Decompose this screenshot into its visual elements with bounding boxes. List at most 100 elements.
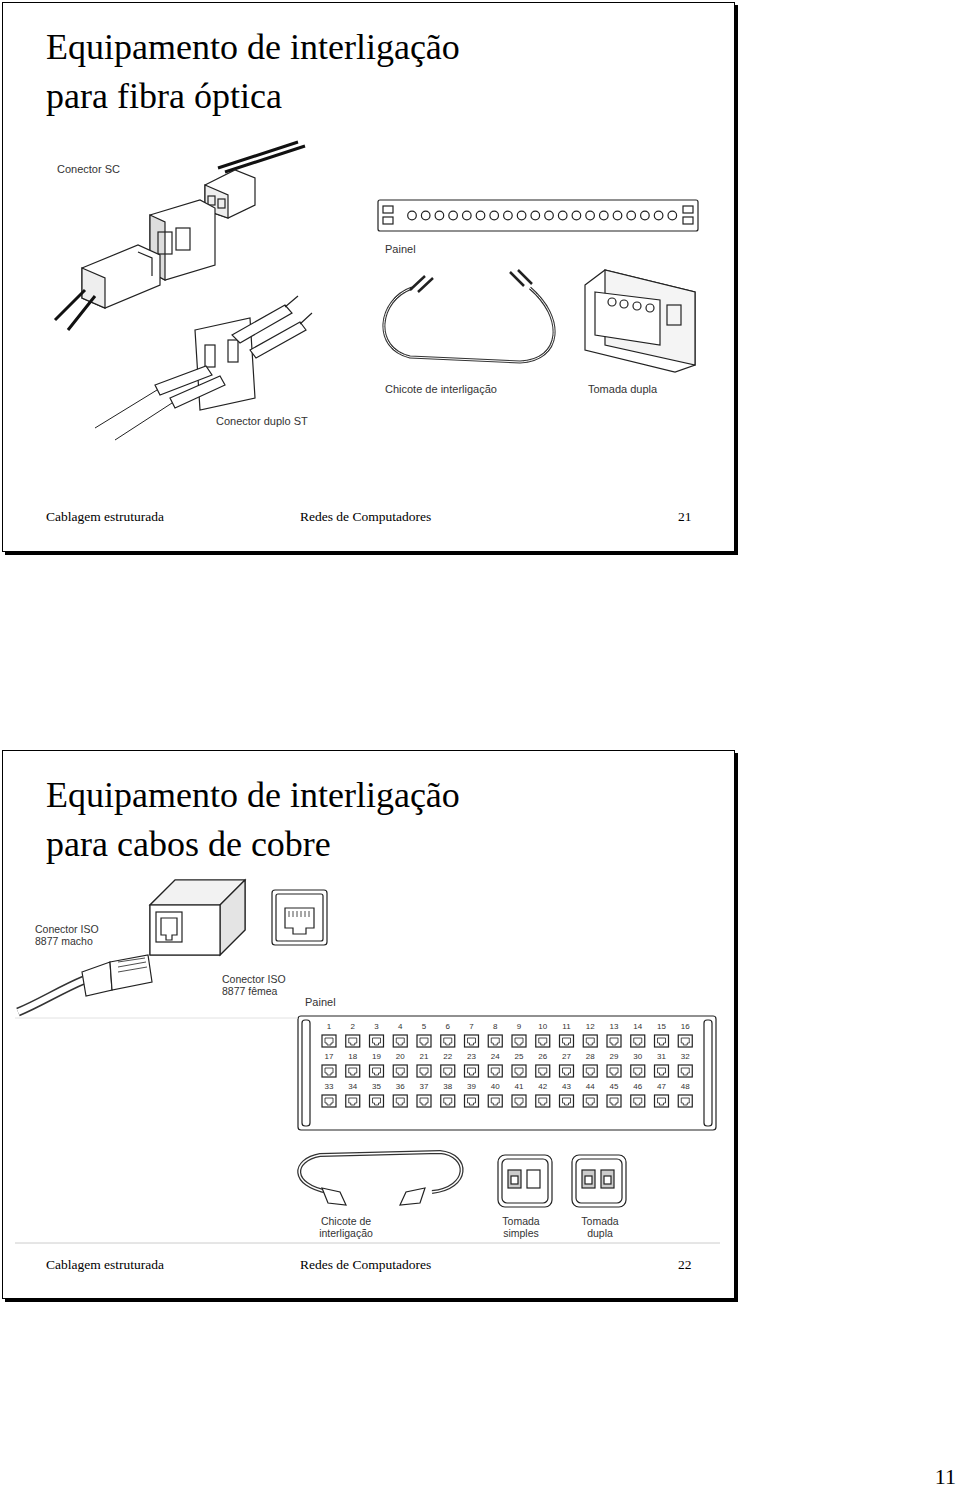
slide-footer: Cablagem estruturada [46,509,164,525]
port-number: 19 [366,1052,388,1061]
part-label: Painel [305,996,336,1009]
panel-port [346,1035,360,1047]
panel-port [560,1035,574,1047]
panel-port [417,1035,431,1047]
port-number: 30 [627,1052,649,1061]
port-number: 26 [532,1052,554,1061]
panel-hole [531,211,540,220]
slide-footer: Redes de Computadores [300,509,431,525]
port-number: 39 [461,1082,483,1091]
panel-port [560,1065,574,1077]
port-number: 22 [437,1052,459,1061]
port-number: 37 [413,1082,435,1091]
port-number: 14 [627,1022,649,1031]
panel-port [465,1035,479,1047]
panel-port [536,1095,550,1107]
slide-footer: Cablagem estruturada [46,1257,164,1273]
port-number: 27 [556,1052,578,1061]
part-label: Conector duplo ST [216,415,308,428]
port-number: 48 [674,1082,696,1091]
panel-hole [641,211,650,220]
slide-title: Equipamento de interligação para cabos d… [46,771,516,869]
part-label: Conector ISO 8877 fêmea [222,973,296,997]
port-number: 36 [389,1082,411,1091]
port-number: 35 [366,1082,388,1091]
panel-port [417,1095,431,1107]
panel-port [536,1035,550,1047]
panel-hole [476,211,485,220]
panel-port [465,1065,479,1077]
sc-connector [55,142,305,330]
part-label: Conector SC [57,163,120,176]
panel-port [370,1095,384,1107]
fiber-panel [378,200,698,231]
port-number: 31 [651,1052,673,1061]
part-label: Painel [385,243,416,256]
panel-port [512,1035,526,1047]
port-number: 9 [508,1022,530,1031]
panel-hole [545,211,554,220]
panel-port [583,1065,597,1077]
port-number: 12 [579,1022,601,1031]
port-number: 44 [579,1082,601,1091]
port-number: 23 [461,1052,483,1061]
panel-port [346,1065,360,1077]
fiber-wall-outlet [585,270,695,372]
part-label: Conector ISO 8877 macho [35,923,109,947]
port-number: 11 [556,1022,578,1031]
panel-port [678,1065,692,1077]
panel-port [536,1065,550,1077]
panel-hole [408,211,417,220]
panel-port [441,1035,455,1047]
panel-hole [668,211,677,220]
panel-hole [586,211,595,220]
port-number: 47 [651,1082,673,1091]
rule [15,1018,298,1019]
panel-port [607,1095,621,1107]
panel-port [631,1065,645,1077]
slide-footer: Redes de Computadores [300,1257,431,1273]
slide-title: Equipamento de interligação para fibra ó… [46,23,516,121]
copper-patch-cord [299,1152,461,1205]
panel-hole [558,211,567,220]
port-number: 8 [484,1022,506,1031]
port-number: 32 [674,1052,696,1061]
part-label: Chicote de interligação [310,1215,382,1239]
port-number: 42 [532,1082,554,1091]
port-number: 15 [651,1022,673,1031]
panel-port [678,1035,692,1047]
panel-port [322,1035,336,1047]
port-number: 2 [342,1022,364,1031]
panel-port [512,1065,526,1077]
part-label: Tomada dupla [588,383,657,396]
port-number: 7 [461,1022,483,1031]
panel-port [417,1065,431,1077]
port-number: 40 [484,1082,506,1091]
panel-port [322,1065,336,1077]
panel-hole [654,211,663,220]
panel-port [488,1065,502,1077]
copper-panel [298,1016,716,1130]
panel-port [631,1035,645,1047]
rj45-coupler [150,880,245,955]
port-number: 21 [413,1052,435,1061]
panel-port [512,1095,526,1107]
port-number: 17 [318,1052,340,1061]
port-number: 38 [437,1082,459,1091]
panel-port [465,1095,479,1107]
port-number: 46 [627,1082,649,1091]
page-number: 11 [935,1464,956,1490]
copper-wall-outlets [498,1155,626,1207]
slide-footer: 22 [678,1257,692,1273]
port-number: 3 [366,1022,388,1031]
panel-port [393,1035,407,1047]
rule [15,1243,720,1244]
panel-port [655,1035,669,1047]
panel-port [441,1095,455,1107]
panel-port [678,1095,692,1107]
port-number: 5 [413,1022,435,1031]
panel-hole [504,211,513,220]
panel-port [370,1065,384,1077]
panel-hole [600,211,609,220]
port-number: 16 [674,1022,696,1031]
